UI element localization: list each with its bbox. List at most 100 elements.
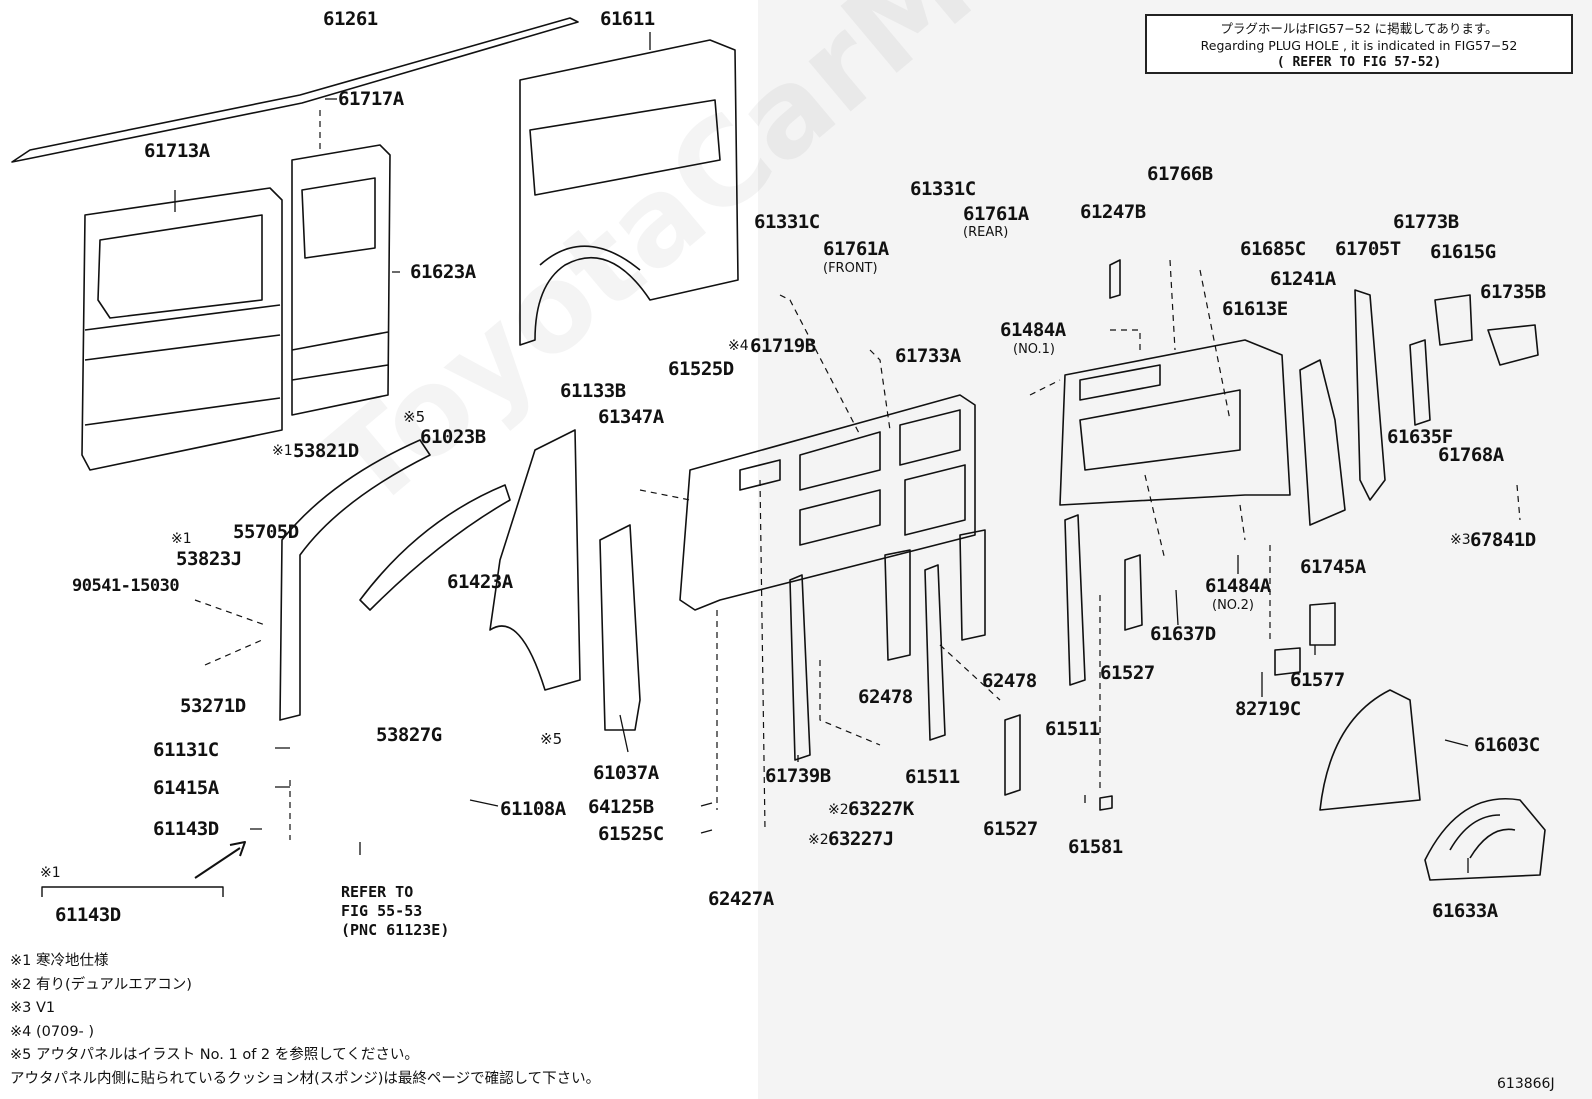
footnote-marker: ※1 — [272, 443, 293, 459]
part-label[interactable]: 62478 — [858, 686, 913, 708]
part-label[interactable]: 61761A — [963, 203, 1029, 225]
front-pillar — [279, 439, 431, 721]
notice-english: Regarding PLUG HOLE , it is indicated in… — [1200, 38, 1518, 53]
part-label[interactable]: 61745A — [1300, 556, 1366, 578]
part-label[interactable]: 63227K — [848, 798, 914, 820]
part-label[interactable]: 61347A — [598, 406, 664, 428]
part-label[interactable]: 61768A — [1438, 444, 1504, 466]
quarter-inner-panel — [679, 394, 976, 611]
part-label[interactable]: 61484A — [1000, 319, 1066, 341]
part-label[interactable]: 61527 — [983, 818, 1038, 840]
part-label[interactable]: 61581 — [1068, 836, 1123, 858]
part-label[interactable]: 61525D — [668, 358, 734, 380]
part-label[interactable]: 53827G — [376, 724, 442, 746]
part-label[interactable]: 61143D — [55, 904, 121, 926]
refer-line: FIG 55-53 — [341, 902, 423, 920]
refer-line: REFER TO — [341, 883, 414, 901]
part-label[interactable]: 61331C — [754, 211, 820, 233]
figure-id: 613866J — [1497, 1076, 1555, 1092]
rear-inner-panel — [1059, 339, 1291, 506]
part-label[interactable]: 61773B — [1393, 211, 1459, 233]
footnote: ※2 有り(デュアルエアコン) — [10, 976, 192, 993]
part-label[interactable]: 61261 — [323, 8, 378, 30]
part-label[interactable]: 61611 — [600, 8, 655, 30]
part-label[interactable]: 61705T — [1335, 238, 1401, 260]
part-label[interactable]: 61635F — [1387, 426, 1453, 448]
pillar-inner-61037A — [599, 524, 641, 731]
refer-note[interactable]: REFER TO FIG 55-53 (PNC 61123E) — [341, 883, 449, 940]
part-label[interactable]: 61733A — [895, 345, 961, 367]
notice-reference: ( REFER TO FIG 57-52) — [1276, 55, 1442, 70]
part-label[interactable]: 61623A — [410, 261, 476, 283]
part-label[interactable]: 61527 — [1100, 662, 1155, 684]
part-label[interactable]: 61023B — [420, 426, 486, 448]
part-label[interactable]: 61685C — [1240, 238, 1306, 260]
part-label[interactable]: 61739B — [765, 765, 831, 787]
part-label[interactable]: 61615G — [1430, 241, 1496, 263]
footnote-marker: ※1 — [171, 531, 192, 547]
refer-line: (PNC 61123E) — [341, 921, 450, 939]
variant-label-no1: (NO.1) — [1013, 342, 1055, 357]
footnote: ※4 (0709- ) — [10, 1023, 95, 1040]
footnote-marker: ※4 — [728, 338, 749, 354]
wheel-arch-61603C — [1319, 689, 1421, 811]
footnotes: ※1 寒冷地仕様 ※2 有り(デュアルエアコン) ※3 V1 ※4 (0709-… — [10, 950, 600, 1091]
part-label[interactable]: 61713A — [144, 140, 210, 162]
footnote-marker: ※2 — [828, 802, 849, 818]
part-label[interactable]: 61603C — [1474, 734, 1540, 756]
part-label[interactable]: 61037A — [593, 762, 659, 784]
footnote-marker: ※5 — [403, 408, 426, 426]
part-label[interactable]: 53823J — [176, 548, 242, 570]
footnote: ※3 V1 — [10, 1000, 56, 1016]
variant-label-front: (FRONT) — [823, 261, 878, 276]
shaded-region — [758, 0, 1592, 1099]
side-outer-panel-front — [81, 187, 283, 471]
part-label[interactable]: 62478 — [982, 670, 1037, 692]
part-label[interactable]: 63227J — [828, 828, 894, 850]
plug-hole-notice: プラグホールはFIG57−52 に掲載してあります。 Regarding PLU… — [1145, 14, 1573, 74]
part-label[interactable]: 61637D — [1150, 623, 1216, 645]
part-label[interactable]: 61735B — [1480, 281, 1546, 303]
rear-quarter-panel — [519, 39, 739, 346]
part-label[interactable]: 61108A — [500, 798, 566, 820]
notice-japanese: プラグホールはFIG57−52 に掲載してあります。 — [1220, 21, 1498, 36]
wheelhouse-61633A — [1424, 798, 1546, 881]
footnote-marker: ※3 — [1450, 532, 1471, 548]
part-label[interactable]: 61525C — [598, 823, 664, 845]
part-label[interactable]: 61331C — [910, 178, 976, 200]
footnote: ※1 寒冷地仕様 — [10, 953, 109, 969]
part-label[interactable]: 61133B — [560, 380, 626, 402]
part-label[interactable]: 61484A — [1205, 575, 1271, 597]
part-label[interactable]: 67841D — [1470, 529, 1536, 551]
part-label[interactable]: 82719C — [1235, 698, 1301, 720]
pillar-reinforcement — [359, 484, 511, 611]
part-label[interactable]: 55705D — [233, 521, 299, 543]
part-label[interactable]: 64125B — [588, 796, 654, 818]
part-label[interactable]: 61247B — [1080, 201, 1146, 223]
part-label[interactable]: 61633A — [1432, 900, 1498, 922]
part-label[interactable]: 61143D — [153, 818, 219, 840]
part-label[interactable]: 61423A — [447, 571, 513, 593]
part-label[interactable]: 61719B — [750, 335, 816, 357]
part-label[interactable]: 61766B — [1147, 163, 1213, 185]
part-label[interactable]: 61415A — [153, 777, 219, 799]
part-label[interactable]: 90541-15030 — [72, 576, 180, 596]
part-label[interactable]: 53271D — [180, 695, 246, 717]
part-label[interactable]: 61577 — [1290, 669, 1345, 691]
part-label[interactable]: 61613E — [1222, 298, 1288, 320]
part-label[interactable]: 61131C — [153, 739, 219, 761]
center-pillar — [489, 429, 581, 691]
part-label[interactable]: 61511 — [1045, 718, 1100, 740]
variant-label-no2: (NO.2) — [1212, 598, 1254, 613]
part-label[interactable]: 61761A — [823, 238, 889, 260]
group-marker: ※1 — [40, 865, 61, 881]
drip-molding — [11, 17, 579, 163]
part-label[interactable]: 61241A — [1270, 268, 1336, 290]
footnote: アウタパネル内側に貼られているクッション材(スポンジ)は最終ページで確認して下さ… — [10, 1070, 601, 1087]
footnote-marker: ※2 — [808, 832, 829, 848]
part-label[interactable]: 62427A — [708, 888, 774, 910]
part-label[interactable]: 61511 — [905, 766, 960, 788]
part-label[interactable]: 53821D — [293, 440, 359, 462]
part-label[interactable]: 61717A — [338, 88, 404, 110]
